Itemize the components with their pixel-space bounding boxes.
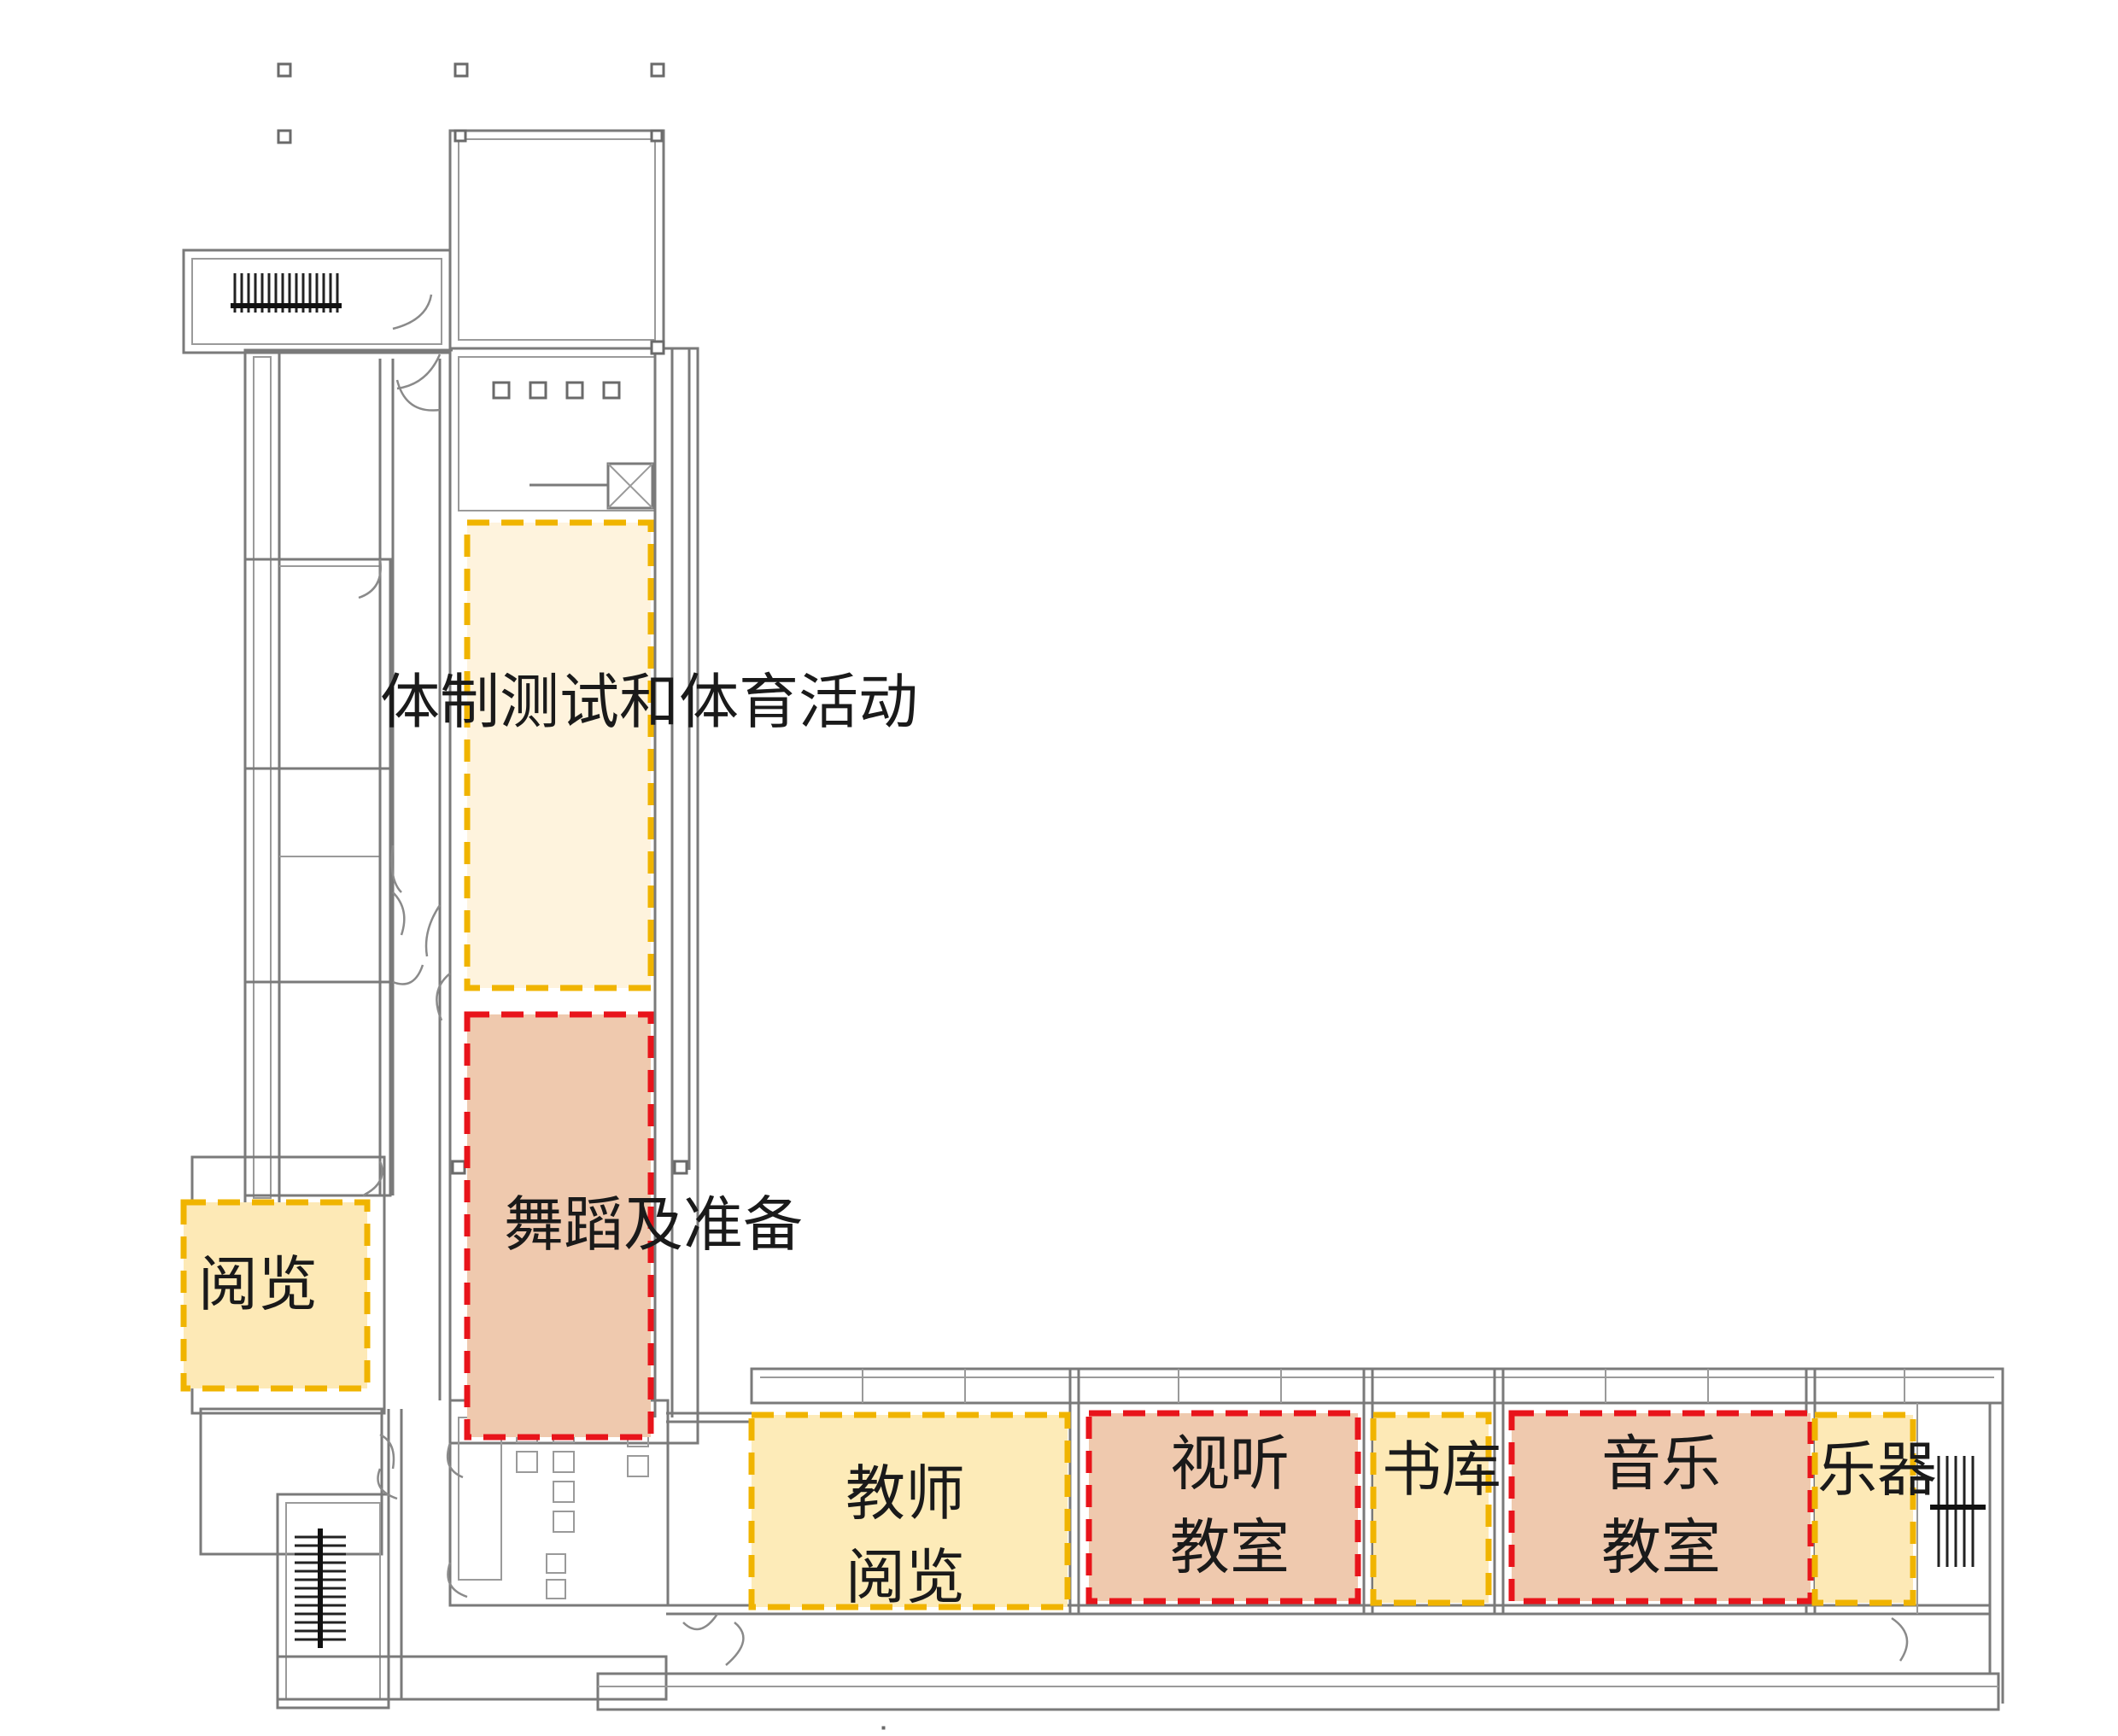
structural-columns xyxy=(277,62,886,1730)
room-label-instruments: 乐器 xyxy=(1817,1435,1937,1505)
room-label-dance: 舞蹈及准备 xyxy=(504,1189,803,1260)
staircase-icon xyxy=(231,273,1986,1648)
room-label-reading: 阅览 xyxy=(198,1249,318,1319)
door-swing-icon xyxy=(358,294,1909,1666)
room-zones xyxy=(180,519,1916,1610)
zone-reading xyxy=(180,1199,371,1392)
zone-sports-testing xyxy=(464,519,654,991)
walls xyxy=(182,129,2004,1711)
room-label-teacher-reading-line1: 教师 xyxy=(845,1458,965,1528)
room-label-music-classroom: 音乐 教室 xyxy=(1588,1422,1734,1589)
zone-av-classroom xyxy=(1085,1410,1361,1604)
zone-dance xyxy=(464,1011,654,1441)
room-label-av-classroom-line2: 教室 xyxy=(1170,1512,1290,1582)
room-label-music-classroom-line2: 教室 xyxy=(1601,1512,1721,1582)
elevator-icon xyxy=(530,462,654,510)
zone-teacher-reading xyxy=(748,1412,1071,1610)
room-label-music-classroom-line1: 音乐 xyxy=(1601,1429,1721,1499)
zone-book-storage xyxy=(1370,1412,1492,1606)
zone-music-classroom xyxy=(1508,1410,1814,1604)
zone-instruments xyxy=(1811,1412,1916,1606)
room-label-av-classroom-line1: 视听 xyxy=(1170,1429,1290,1499)
room-label-sports-testing: 体制测试和体育活动 xyxy=(380,667,918,737)
room-label-book-storage: 书库 xyxy=(1382,1435,1501,1505)
room-label-teacher-reading: 教师 阅览 xyxy=(833,1452,978,1619)
room-label-teacher-reading-line2: 阅览 xyxy=(845,1542,965,1612)
room-label-av-classroom: 视听 教室 xyxy=(1157,1422,1302,1589)
